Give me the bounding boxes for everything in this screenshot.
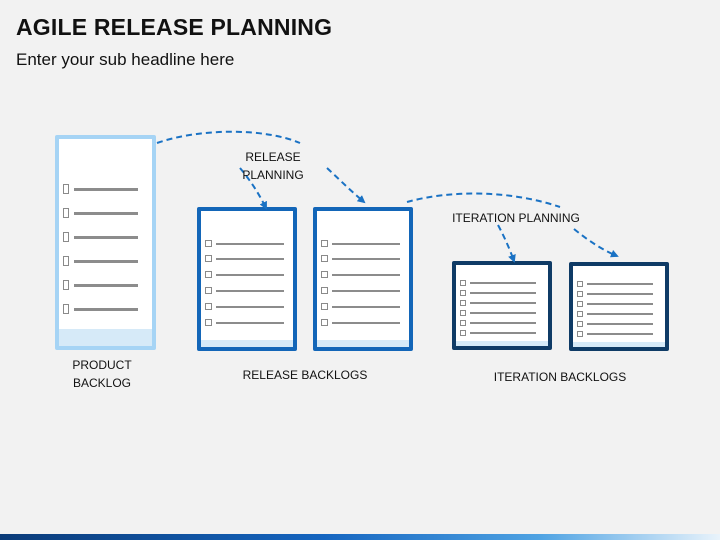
checklist-item bbox=[460, 300, 536, 306]
dashed-arrow bbox=[573, 228, 619, 258]
checkbox-icon bbox=[460, 330, 466, 336]
checkbox-icon bbox=[63, 184, 69, 194]
checkbox-icon bbox=[205, 303, 212, 310]
checkbox-icon bbox=[63, 208, 69, 218]
product-backlog-card bbox=[55, 135, 156, 350]
iteration-backlogs-label: ITERATION BACKLOGS bbox=[493, 370, 627, 384]
checklist-item bbox=[205, 271, 284, 278]
checklist-item bbox=[321, 240, 400, 247]
checklist-item bbox=[460, 280, 536, 286]
release-backlog-card-2 bbox=[313, 207, 413, 351]
product-backlog-band bbox=[59, 329, 152, 346]
release-planning-label: RELEASE PLANNING bbox=[242, 150, 304, 182]
iteration-backlog-band-2 bbox=[573, 342, 665, 347]
checklist-item bbox=[63, 184, 138, 194]
dashed-arrow bbox=[326, 167, 366, 204]
product-backlog-label-line2: BACKLOG bbox=[72, 376, 132, 390]
checkbox-icon bbox=[460, 320, 466, 326]
release-backlog-band-2 bbox=[317, 340, 409, 347]
dashed-arc bbox=[156, 130, 301, 144]
checklist-item bbox=[205, 255, 284, 262]
checklist-item bbox=[577, 321, 653, 327]
checkbox-icon bbox=[321, 287, 328, 294]
checklist-item bbox=[577, 331, 653, 337]
checkbox-icon bbox=[63, 256, 69, 266]
checklist-item bbox=[63, 280, 138, 290]
checkbox-icon bbox=[205, 319, 212, 326]
checklist-item bbox=[205, 240, 284, 247]
checklist-item bbox=[577, 291, 653, 297]
checklist-item bbox=[63, 208, 138, 218]
checkbox-icon bbox=[460, 310, 466, 316]
dashed-arrow bbox=[239, 167, 267, 210]
checkbox-icon bbox=[577, 311, 583, 317]
page-title: AGILE RELEASE PLANNING bbox=[16, 14, 333, 40]
iteration-backlog-band-1 bbox=[456, 341, 548, 346]
checkbox-icon bbox=[205, 271, 212, 278]
checklist-item bbox=[63, 304, 138, 314]
checkbox-icon bbox=[321, 240, 328, 247]
checklist-item bbox=[205, 319, 284, 326]
product-backlog-label: PRODUCT BACKLOG bbox=[62, 356, 142, 392]
checklist-item bbox=[63, 256, 138, 266]
release-backlogs-label: RELEASE BACKLOGS bbox=[242, 368, 368, 382]
checkbox-icon bbox=[205, 287, 212, 294]
release-backlog-card-1 bbox=[197, 207, 297, 351]
checklist-item bbox=[321, 303, 400, 310]
product-backlog-label-line1: PRODUCT bbox=[72, 358, 132, 372]
release-backlog-band-1 bbox=[201, 340, 293, 347]
checklist-item bbox=[460, 310, 536, 316]
checkbox-icon bbox=[577, 301, 583, 307]
checklist-item bbox=[577, 311, 653, 317]
checkbox-icon bbox=[63, 280, 69, 290]
checkbox-icon bbox=[63, 232, 69, 242]
iteration-backlog-card-1 bbox=[452, 261, 552, 350]
checklist-item bbox=[321, 287, 400, 294]
checklist-item bbox=[321, 319, 400, 326]
footer-gradient-bar bbox=[0, 534, 720, 540]
checkbox-icon bbox=[63, 304, 69, 314]
checkbox-icon bbox=[577, 331, 583, 337]
checkbox-icon bbox=[321, 271, 328, 278]
checklist-item bbox=[577, 281, 653, 287]
checkbox-icon bbox=[577, 321, 583, 327]
checklist-item bbox=[321, 271, 400, 278]
checklist-item bbox=[205, 303, 284, 310]
checklist-item bbox=[321, 255, 400, 262]
checklist-item bbox=[460, 320, 536, 326]
checklist-item bbox=[205, 287, 284, 294]
checkbox-icon bbox=[205, 255, 212, 262]
checkbox-icon bbox=[460, 280, 466, 286]
checklist-item bbox=[460, 290, 536, 296]
checkbox-icon bbox=[321, 319, 328, 326]
iteration-planning-label: ITERATION PLANNING bbox=[452, 211, 580, 225]
checkbox-icon bbox=[205, 240, 212, 247]
page-subtitle: Enter your sub headline here bbox=[16, 50, 235, 69]
checkbox-icon bbox=[577, 281, 583, 287]
checkbox-icon bbox=[321, 255, 328, 262]
checkbox-icon bbox=[460, 290, 466, 296]
checkbox-icon bbox=[321, 303, 328, 310]
dashed-arc bbox=[406, 192, 561, 208]
checkbox-icon bbox=[460, 300, 466, 306]
checkbox-icon bbox=[577, 291, 583, 297]
checklist-item bbox=[63, 232, 138, 242]
checklist-item bbox=[577, 301, 653, 307]
iteration-backlog-card-2 bbox=[569, 262, 669, 351]
dashed-arrow bbox=[497, 224, 516, 263]
checklist-item bbox=[460, 330, 536, 336]
